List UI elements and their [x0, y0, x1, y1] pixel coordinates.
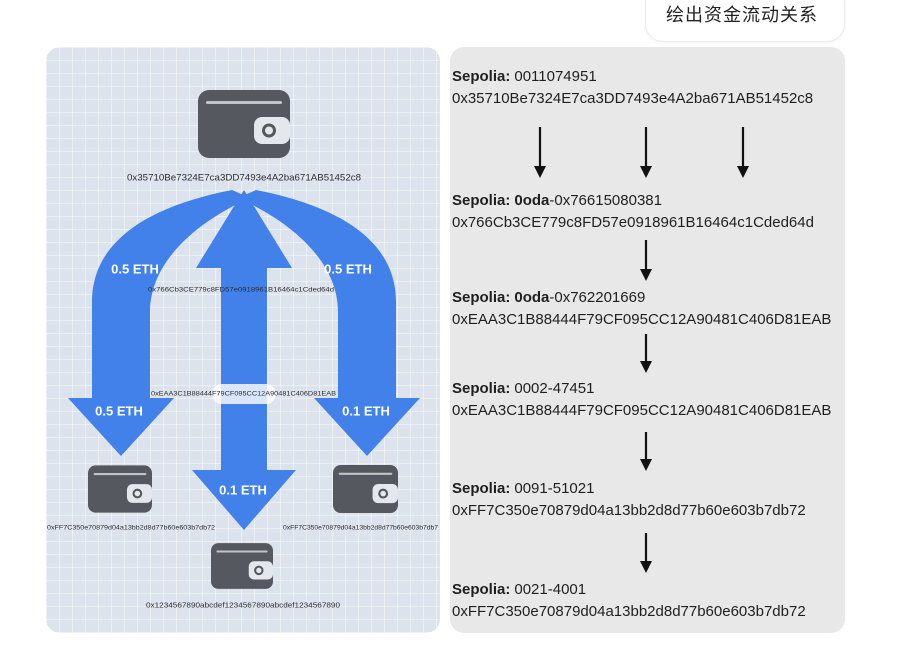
right-flow-amount: 0.5 ETH [324, 262, 372, 277]
transaction-id: 0011074951 [514, 68, 597, 85]
intermediate-address: 0xEAA3C1B88444F79CF095CC12A90481C406D81E… [151, 391, 336, 398]
left-flow-amount: 0.5 ETH [111, 262, 159, 277]
wallet-icon [333, 463, 398, 515]
wallet-address: 0xEAA3C1B88444F79CF095CC12A90481C406D81E… [452, 311, 832, 328]
transaction-header: Sepolia:0011074951 [452, 68, 813, 86]
center-flow-arrow [192, 190, 296, 530]
right-flow-head-amount: 0.1 ETH [342, 404, 390, 419]
wallet-address: 0xFF7C350e70879d04a13bb2d8d77b60e603b7db… [452, 603, 806, 620]
user-message-bubble: 绘出资金流动关系 [645, 0, 845, 42]
address-highlight-glow [212, 384, 276, 404]
transaction-id: -0x76615080381 [549, 192, 662, 209]
wallet-address: 0x35710Be7324E7ca3DD7493e4A2ba671AB51452… [452, 90, 814, 107]
transaction-code: 0oda [514, 289, 550, 306]
right-flow-arrow [238, 190, 420, 456]
network-label: Sepolia: [452, 68, 511, 85]
network-label: Sepolia: [452, 192, 511, 209]
source-wallet-address: 0x35710Be7324E7ca3DD7493e4A2ba671AB51452… [127, 173, 361, 184]
transaction-entry: Sepolia:0021-4001 0xFF7C350e70879d04a13b… [452, 581, 806, 621]
transaction-flow-arrows [534, 127, 749, 573]
intermediate-address: 0x766Cb3CE779c8FD57e0918961B16464c1Cded6… [148, 287, 334, 294]
transaction-list-panel: Sepolia:0011074951 0x35710Be7324E7ca3DD7… [450, 47, 845, 633]
transaction-entry: Sepolia:0oda-0x76615080381 0x766Cb3CE779… [452, 192, 814, 232]
wallet-icon [88, 464, 152, 514]
user-message-text: 绘出资金流动关系 [666, 5, 818, 25]
network-label: Sepolia: [452, 480, 511, 497]
fund-flow-diagram-panel: 0x35710Be7324E7ca3DD7493e4A2ba671AB51452… [46, 47, 440, 633]
transaction-header: Sepolia:0021-4001 [452, 581, 806, 599]
network-label: Sepolia: [452, 380, 511, 397]
transaction-entry: Sepolia:0oda-0x762201669 0xEAA3C1B88444F… [452, 289, 831, 329]
wallet-icon [198, 90, 290, 158]
wallet-address: 0x766Cb3CE779c8FD57e0918961B16464c1Cded6… [452, 214, 814, 231]
down-arrow-head [640, 459, 652, 471]
wallet-address: 0xEAA3C1B88444F79CF095CC12A90481C406D81E… [452, 402, 832, 419]
transaction-header: Sepolia:0091-51021 [452, 480, 806, 498]
wallet-icon [211, 541, 273, 591]
down-arrow-head [640, 269, 652, 281]
right-destination-address: 0xFF7C350e70879d04a13bb2d8d77b60e603b7db… [283, 525, 438, 532]
network-label: Sepolia: [452, 289, 511, 306]
transaction-code: 0oda [514, 192, 550, 209]
transaction-header: Sepolia:0oda-0x762201669 [452, 289, 831, 307]
down-arrow-head [640, 561, 652, 573]
transaction-entry: Sepolia:0002-47451 0xEAA3C1B88444F79CF09… [452, 380, 831, 420]
left-flow-arrow [68, 190, 250, 456]
transaction-id: -0x762201669 [549, 289, 646, 306]
network-label: Sepolia: [452, 581, 511, 598]
down-arrow-head [640, 166, 652, 178]
transaction-id: 0002-47451 [514, 380, 595, 397]
transaction-header: Sepolia:0002-47451 [452, 380, 831, 398]
transaction-entry: Sepolia:0011074951 0x35710Be7324E7ca3DD7… [452, 68, 813, 108]
down-arrow-head [534, 166, 546, 178]
transaction-header: Sepolia:0oda-0x76615080381 [452, 192, 814, 210]
left-flow-head-amount: 0.5 ETH [95, 404, 143, 419]
transaction-entry: Sepolia:0091-51021 0xFF7C350e70879d04a13… [452, 480, 806, 520]
center-flow-head-amount: 0.1 ETH [219, 483, 267, 498]
fund-flow-diagram: 0x35710Be7324E7ca3DD7493e4A2ba671AB51452… [47, 90, 438, 610]
down-arrow-head [640, 361, 652, 373]
bottom-destination-address: 0x1234567890abcdef1234567890abcdef123456… [146, 601, 340, 610]
transaction-id: 0021-4001 [514, 581, 587, 598]
transaction-id: 0091-51021 [514, 480, 595, 497]
down-arrow-head [737, 166, 749, 178]
wallet-address: 0xFF7C350e70879d04a13bb2d8d77b60e603b7db… [452, 502, 806, 519]
left-destination-address: 0xFF7C350e70879d04a13bb2d8d77b60e603b7db… [47, 525, 215, 532]
